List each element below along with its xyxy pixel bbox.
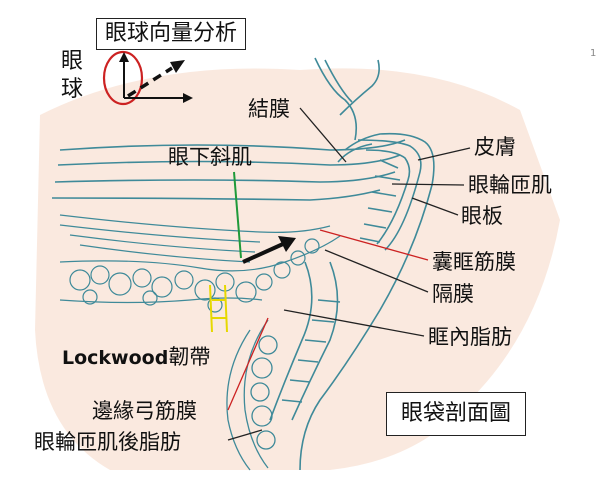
suborbicularis-fat — [226, 319, 278, 471]
label-lockwood-ligament: Lockwood韌帶 — [62, 345, 210, 370]
label-conjunctiva: 結膜 — [248, 97, 290, 121]
lockwood-ligament-marks — [209, 284, 228, 333]
eyeball-vector-arrow — [242, 236, 296, 264]
label-soof: 眼輪匝肌後脂肪 — [34, 430, 181, 454]
label-inferior-oblique: 眼下斜肌 — [168, 145, 252, 169]
label-intraorbital-fat: 眶內脂肪 — [428, 325, 512, 349]
eyeball-label: 眼球 — [60, 49, 83, 102]
label-arcus-marginalis: 邊緣弓筋膜 — [92, 399, 197, 423]
label-septum: 隔膜 — [432, 282, 474, 306]
diagram-caption: 眼袋剖面圖 — [386, 392, 527, 436]
conjunctiva-layer — [51, 57, 406, 201]
lockwood-suffix-text: 韌帶 — [168, 345, 211, 369]
eyeball-vector-icon — [102, 50, 193, 106]
leader-lines — [227, 107, 471, 441]
lockwood-bold-text: Lockwood — [62, 347, 169, 369]
label-capsulopalpebral-fascia: 囊眶筋膜 — [432, 250, 516, 274]
lower-eyelid — [269, 132, 435, 471]
vector-analysis-title: 眼球向量分析 — [96, 18, 247, 50]
inferior-oblique-muscle — [59, 214, 331, 263]
label-skin: 皮膚 — [474, 135, 516, 159]
skin-tint-background — [35, 68, 560, 470]
label-tarsal-plate: 眼板 — [461, 204, 503, 228]
intraorbital-fat — [59, 235, 341, 313]
inferior-oblique-pointer — [233, 171, 242, 259]
label-orbicularis-oculi: 眼輪匝肌 — [468, 173, 552, 197]
page-mark: 1 — [590, 48, 597, 59]
